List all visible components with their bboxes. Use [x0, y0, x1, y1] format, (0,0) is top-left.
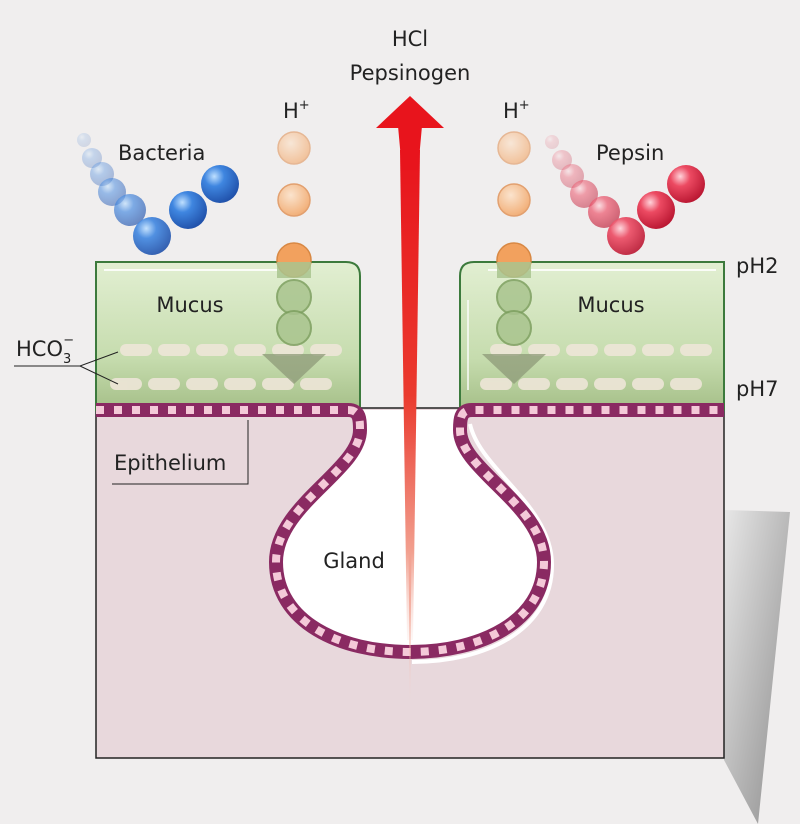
epithelium-label: Epithelium	[114, 451, 226, 475]
bicarbonate-charge: −	[63, 333, 74, 348]
bicarbonate-dashes	[110, 344, 712, 390]
secretion-label-pepsinogen: Pepsinogen	[350, 61, 471, 85]
proton-charge-right: +	[519, 98, 530, 113]
mucus-label-left: Mucus	[156, 293, 223, 317]
gland-label: Gland	[323, 549, 385, 573]
proton-column-right	[482, 131, 546, 384]
mucus-label-right: Mucus	[577, 293, 644, 317]
bacteria-label: Bacteria	[118, 141, 205, 165]
proton-charge-left: +	[299, 98, 310, 113]
bicarbonate-formula: HCO	[16, 337, 63, 361]
gland-highlight	[411, 423, 555, 664]
tissue-shadow	[724, 510, 790, 824]
proton-column-left	[262, 131, 326, 384]
proton-label-left: H+	[283, 98, 310, 123]
leader-lines	[14, 351, 249, 485]
ph-label-top: pH2	[736, 254, 778, 278]
ph-label-bottom: pH7	[736, 377, 778, 401]
bicarbonate-label: HCO3 −	[16, 333, 74, 367]
secretion-label-hcl: HCl	[392, 27, 428, 51]
proton-letter-left: H	[283, 99, 299, 123]
bacteria-molecules	[77, 133, 239, 255]
bicarbonate-subscript: 3	[63, 352, 71, 367]
pepsin-label: Pepsin	[596, 141, 664, 165]
proton-letter-right: H	[503, 99, 519, 123]
pepsin-molecules	[545, 135, 705, 255]
acid-secretion-arrow	[376, 96, 444, 712]
proton-label-right: H+	[503, 98, 530, 123]
